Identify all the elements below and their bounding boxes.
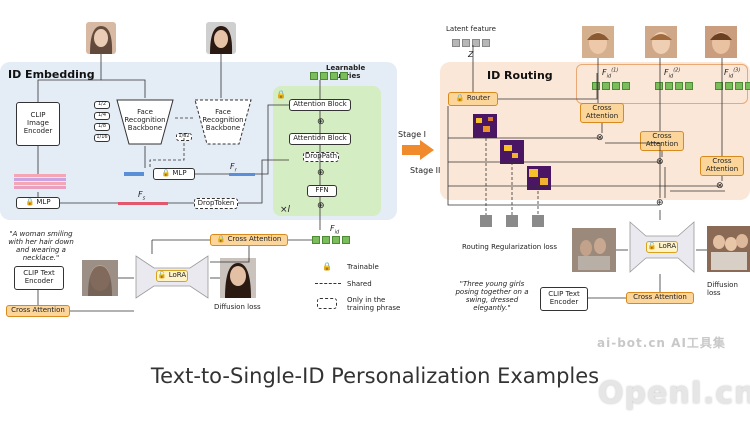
- noisy-group-image: [572, 228, 616, 272]
- legend-trainable: Trainable: [347, 263, 379, 271]
- lock-icon: 🔒: [161, 169, 171, 178]
- stage-arrow-icon: [402, 140, 434, 160]
- attention-block-1: Attention Block: [289, 99, 351, 111]
- add-icon: ⊕: [656, 198, 664, 208]
- prompt-right: "Three young girls posing together on a …: [455, 280, 529, 313]
- learnable-query-tokens: [310, 72, 348, 80]
- add-icon: ⊕: [317, 168, 325, 178]
- mlp-bottom: 🔒 MLP: [16, 197, 60, 209]
- id-routing-title: ID Routing: [487, 69, 553, 82]
- id-embedding-title: ID Embedding: [8, 68, 95, 81]
- f-s-bar: [118, 202, 168, 205]
- add-icon: ⊕: [317, 117, 325, 127]
- cross-attention-1: Cross Attention: [580, 103, 624, 123]
- lora-block-right: 🔓 LoRA: [646, 241, 678, 253]
- droptoken: DropToken: [194, 198, 238, 209]
- droppath: DropPath: [303, 152, 339, 162]
- mlp-top-label: MLP: [172, 169, 187, 178]
- router-label: Router: [466, 94, 491, 103]
- cross-attention-2: Cross Attention: [640, 131, 684, 151]
- scale-label: 1/4: [94, 112, 110, 120]
- routing-mask-2: [506, 215, 518, 227]
- lock-icon: 🔒: [276, 90, 286, 99]
- stage-2-label: Stage II: [410, 166, 441, 175]
- legend-training-only: Only in the training phrase: [347, 296, 401, 313]
- router: 🔒 Router: [448, 92, 498, 106]
- f-r-label: Fr: [230, 162, 237, 174]
- output-group-image: [707, 226, 750, 272]
- diffusion-loss-label: Diffusion loss: [214, 303, 261, 311]
- cross-attention-top: 🔒 Cross Attention: [210, 234, 288, 246]
- watermark-small: ai-bot.cn AI工具集: [597, 336, 726, 350]
- f-r-bar: [229, 173, 255, 176]
- shared-arrow-icon: [315, 283, 341, 284]
- fid2-tokens: [655, 82, 693, 90]
- id-face-2: [645, 26, 677, 58]
- lock-icon: 🔒: [216, 235, 226, 244]
- right-connector-lines: [447, 45, 725, 299]
- latent-feature-tokens: [452, 39, 490, 47]
- watermark-big: OpenI.cn: [598, 376, 750, 411]
- diffusion-loss-right-label: Diffusion loss: [707, 281, 738, 298]
- lora-block: 🔓 LoRA: [156, 270, 188, 282]
- scale-label: 1/8: [94, 123, 110, 131]
- fid3-tokens: [715, 82, 750, 90]
- unlock-icon: 🔓: [647, 242, 657, 251]
- add-icon: ⊕: [317, 201, 325, 211]
- lora-label: LoRA: [168, 271, 187, 280]
- routing-heatmap-1: [473, 114, 497, 138]
- lock-icon: 🔒: [455, 94, 465, 103]
- face-recognition-backbone-2: Face Recognition Backbone: [202, 108, 244, 133]
- mlp-bottom-label: MLP: [36, 198, 51, 207]
- cross-attention-top-label: Cross Attention: [227, 235, 282, 244]
- f-id-tokens: [312, 236, 350, 244]
- fid1-tokens: [592, 82, 630, 90]
- mlp-top: 🔒 MLP: [153, 168, 195, 180]
- lock-icon: 🔒: [322, 262, 332, 271]
- times-l-label: ×l: [280, 205, 291, 215]
- fid3-label: Fid(3): [724, 67, 741, 80]
- noisy-input-image: [82, 260, 118, 296]
- id-face-1: [582, 26, 614, 58]
- prompt-text: "A woman smiling with her hair down and …: [8, 230, 74, 263]
- id-face-3: [705, 26, 737, 58]
- stage-1-label: Stage I: [398, 130, 427, 139]
- cross-attention-3: Cross Attention: [700, 156, 744, 176]
- unlock-icon: 🔓: [157, 271, 167, 280]
- fid2-label: Fid(2): [664, 67, 681, 80]
- f-s-label: Fs: [138, 190, 146, 202]
- scale-label: 1/16: [94, 134, 110, 142]
- input-face-photo-2: [206, 22, 236, 54]
- output-face-image: [220, 258, 256, 298]
- legend-shared: Shared: [347, 280, 372, 288]
- lock-icon: 🔒: [25, 198, 35, 207]
- backbone-feature-bar: [124, 172, 144, 176]
- face-recognition-backbone-1: Face Recognition Backbone: [124, 108, 166, 133]
- routing-mask-1: [480, 215, 492, 227]
- z-label: Z: [468, 50, 474, 59]
- page-caption: Text-to-Single-ID Personalization Exampl…: [150, 364, 600, 388]
- scale-label: 1/2: [94, 101, 110, 109]
- face-backbone-shape-1: [116, 99, 174, 145]
- routing-mask-3: [532, 215, 544, 227]
- cross-attention-bottom-right: Cross Attention: [626, 292, 694, 304]
- clip-text-encoder-right: CLIP Text Encoder: [540, 287, 588, 311]
- left-connector-lines: [37, 54, 321, 312]
- clip-feature-stack: [14, 174, 66, 192]
- clip-image-encoder: CLIP Image Encoder: [16, 102, 60, 146]
- latent-feature-label: Latent feature: [446, 25, 496, 33]
- fid1-label: Fid(1): [602, 67, 619, 80]
- cross-attention-bottom: Cross Attention: [6, 305, 70, 317]
- face-backbone-shape-2: [194, 99, 252, 145]
- ffn: FFN: [307, 185, 337, 197]
- lora-right-label: LoRA: [658, 242, 677, 251]
- f-id-label: Fid: [330, 224, 340, 236]
- routing-regularization-loss: Routing Regularization loss: [462, 243, 557, 251]
- training-only-icon: [317, 298, 337, 309]
- multi-scale-features: 1/2 1/4 1/8 1/16: [94, 101, 110, 142]
- routing-heatmap-2: [500, 140, 524, 164]
- input-face-photo-1: [86, 22, 116, 54]
- clip-text-encoder: CLIP Text Encoder: [14, 266, 64, 290]
